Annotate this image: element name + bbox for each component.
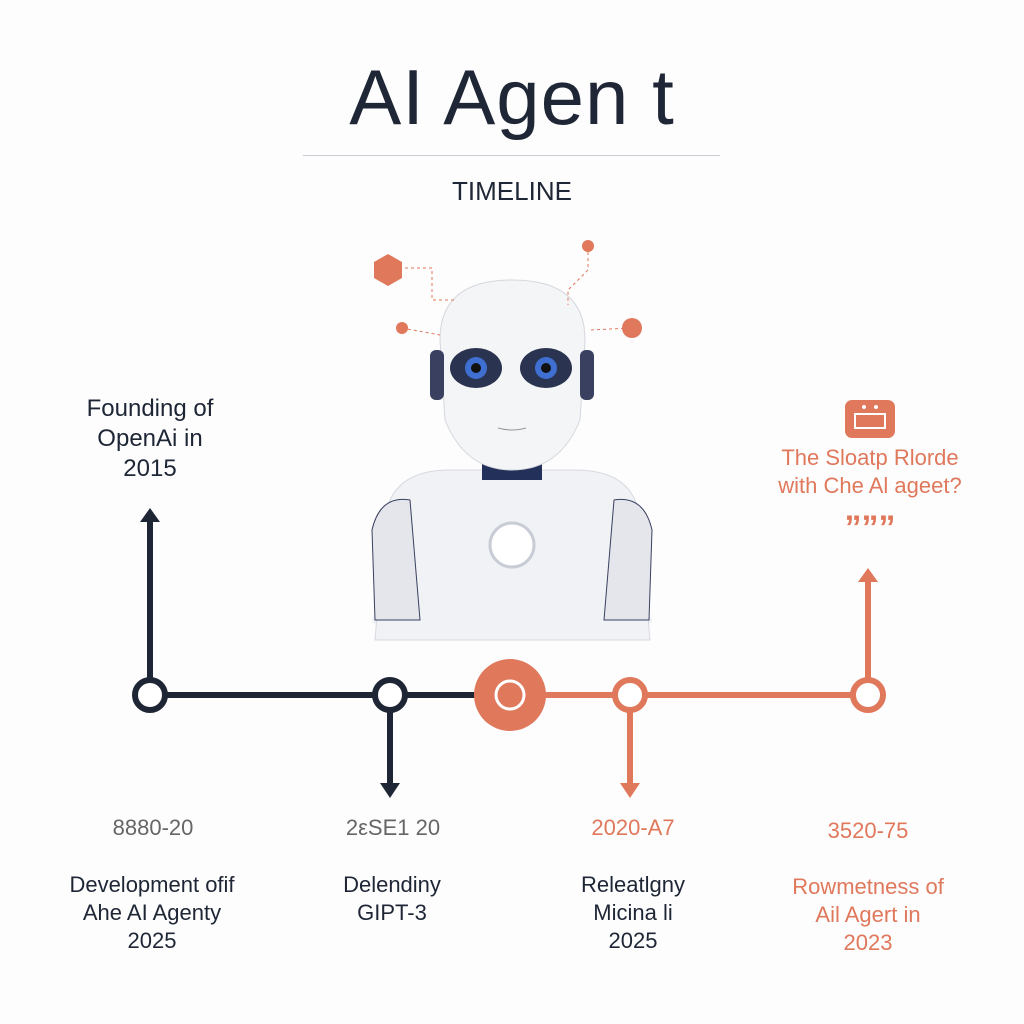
page-title: AI Agen t bbox=[349, 53, 675, 141]
robot-box-icon bbox=[845, 400, 895, 438]
timeline-node-1 bbox=[132, 677, 168, 713]
hexagon-icon bbox=[374, 254, 402, 286]
timeline-center-node bbox=[474, 659, 546, 731]
node-icon bbox=[622, 318, 642, 338]
milestone-date: 8880-20 bbox=[112, 815, 194, 840]
subtitle: TIMELINE bbox=[452, 176, 572, 206]
milestone-date: 3520-75 bbox=[827, 818, 909, 843]
timeline-node-4 bbox=[850, 677, 886, 713]
milestone-date: 2εSE1 20 bbox=[345, 815, 441, 840]
title-divider bbox=[303, 155, 720, 156]
timeline-node-3 bbox=[612, 677, 648, 713]
quote-icon: ””” bbox=[844, 509, 896, 547]
timeline-node-2 bbox=[372, 677, 408, 713]
robot-illustration bbox=[371, 240, 653, 641]
milestone-date: 2020-A7 bbox=[591, 815, 675, 840]
